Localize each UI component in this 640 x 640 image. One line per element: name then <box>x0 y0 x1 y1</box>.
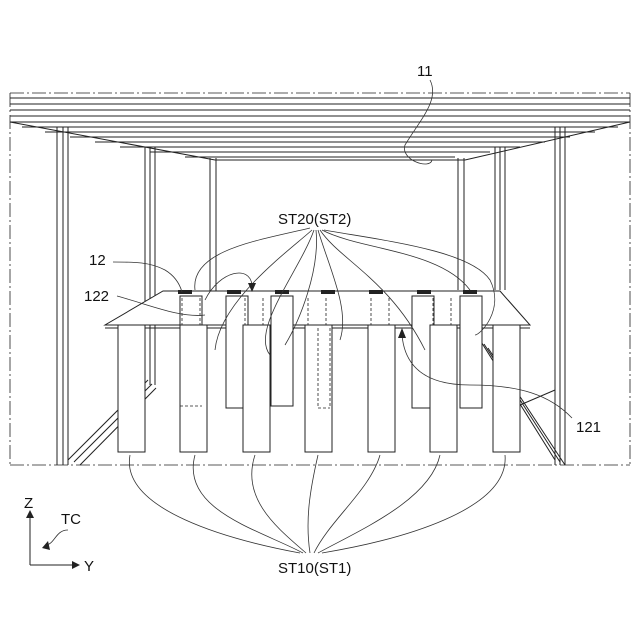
label-122: 122 <box>84 288 109 305</box>
label-12: 12 <box>89 252 106 269</box>
ceiling-structure <box>10 98 630 160</box>
label-tc: TC <box>61 511 81 528</box>
label-st10: ST10(ST1) <box>278 560 351 577</box>
label-121: 121 <box>576 419 601 436</box>
label-11: 11 <box>417 63 433 80</box>
label-axis-z: Z <box>24 495 33 512</box>
label-st20: ST20(ST2) <box>278 211 351 228</box>
leaders-st10 <box>129 455 505 553</box>
label-axis-y: Y <box>84 558 94 575</box>
leader-12 <box>113 262 182 292</box>
arrowhead-121 <box>398 328 406 338</box>
